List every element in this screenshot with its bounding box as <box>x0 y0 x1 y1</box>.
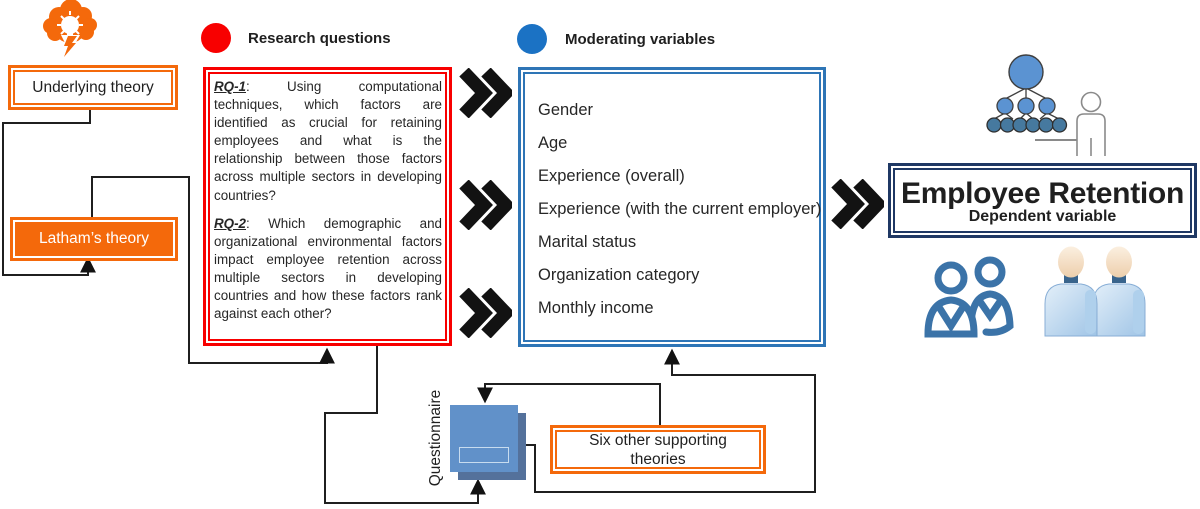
lathams-theory-label: Latham’s theory <box>39 230 149 247</box>
research-questions-legend: Research questions <box>248 29 391 47</box>
questionnaire-label: Questionnaire <box>427 389 444 487</box>
double-chevron-icon <box>459 180 512 230</box>
moderator-item-organization-category: Organization category <box>538 266 700 284</box>
rq1-text: : Using computational techniques, which … <box>214 79 442 203</box>
lathams-theory-box: Latham’s theory <box>10 217 178 261</box>
moderator-item-experience-current: Experience (with the current employer) <box>538 200 822 218</box>
double-chevron-icon <box>831 179 884 229</box>
double-chevron-icon <box>459 68 512 118</box>
moderating-variables-box: Gender Age Experience (overall) Experien… <box>518 67 826 347</box>
moderator-item-age: Age <box>538 134 568 152</box>
blue-circle-icon <box>517 24 547 54</box>
brainstorm-icon <box>43 0 97 57</box>
rq2-paragraph: RQ-2: Which demographic and organization… <box>214 215 442 324</box>
dependent-variable-subtitle: Dependent variable <box>968 207 1117 225</box>
rq1-label: RQ-1 <box>214 79 246 94</box>
org-hierarchy-person-icon <box>986 54 1106 156</box>
underlying-theory-label: Underlying theory <box>32 78 154 96</box>
double-chevron-icon <box>459 288 512 338</box>
rq1-paragraph: RQ-1: Using computational techniques, wh… <box>214 78 442 205</box>
moderator-item-monthly-income: Monthly income <box>538 299 654 317</box>
rq2-text: : Which demographic and organizational e… <box>214 215 442 322</box>
moderating-variables-legend: Moderating variables <box>565 30 716 48</box>
moderator-item-gender: Gender <box>538 101 594 119</box>
questionnaire-field-icon <box>459 447 509 463</box>
moderator-item-experience-overall: Experience (overall) <box>538 167 685 185</box>
supporting-theories-label: Six other supporting theories <box>589 431 727 468</box>
two-people-outline-icon <box>924 256 1014 338</box>
employee-retention-title: Employee Retention <box>901 176 1184 210</box>
research-questions-box: RQ-1: Using computational techniques, wh… <box>203 67 452 346</box>
red-circle-icon <box>201 23 231 53</box>
rq2-label: RQ-2 <box>214 215 246 231</box>
supporting-theories-box: Six other supporting theories <box>550 425 766 474</box>
moderator-item-marital-status: Marital status <box>538 233 637 251</box>
underlying-theory-box: Underlying theory <box>8 65 178 110</box>
two-people-3d-icon <box>1044 246 1146 337</box>
employee-retention-box: Employee Retention Dependent variable <box>888 163 1197 238</box>
questionnaire-sheet-icon <box>450 405 518 472</box>
